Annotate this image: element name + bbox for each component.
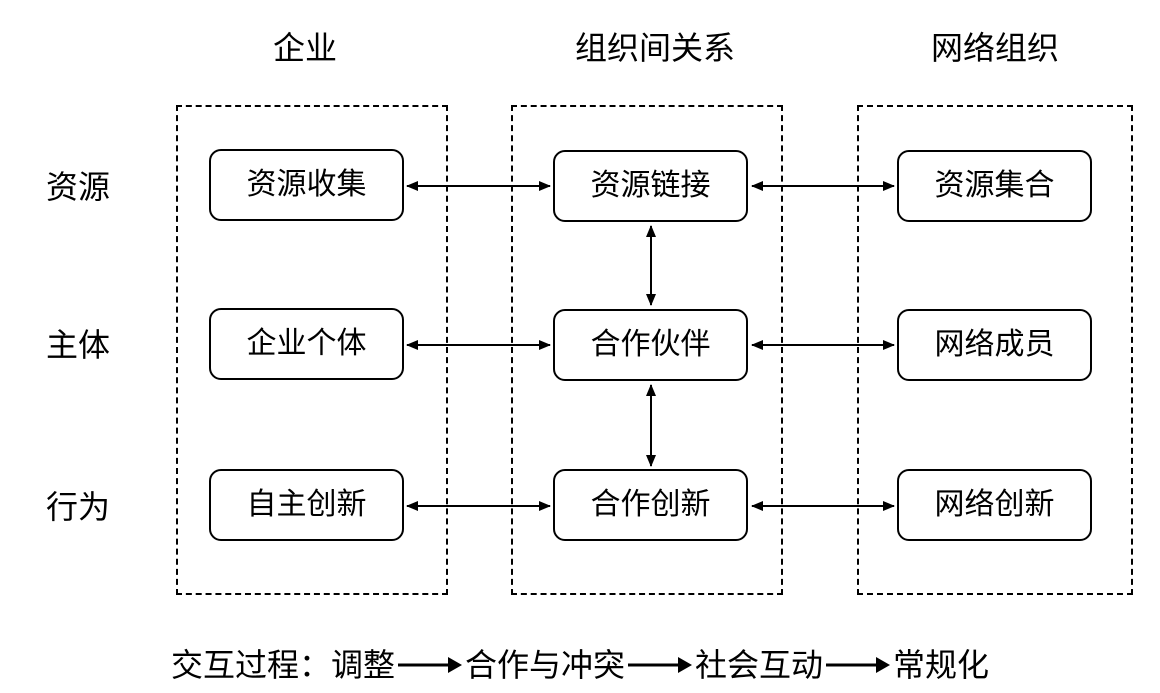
node-enterprise-individual: 企业个体 xyxy=(209,308,404,380)
node-cooperative-innovation: 合作创新 xyxy=(553,469,748,541)
flow-arrow-icon xyxy=(826,656,891,673)
footer-step-conflict: 合作与冲突 xyxy=(464,645,625,684)
node-network-innovation: 网络创新 xyxy=(897,469,1092,541)
footer-step-routinization: 常规化 xyxy=(893,645,990,684)
node-resource-collection: 资源收集 xyxy=(209,149,404,221)
group-enterprise xyxy=(176,105,448,595)
node-resource-linkage: 资源链接 xyxy=(553,150,748,222)
column-header-inter-org: 组织间关系 xyxy=(574,29,735,67)
column-header-enterprise: 企业 xyxy=(272,29,337,67)
group-network xyxy=(857,105,1133,595)
node-resource-set: 资源集合 xyxy=(897,150,1092,222)
node-cooperative-partner: 合作伙伴 xyxy=(553,309,748,381)
interaction-process-footer: 交互过程：调整 合作与冲突 社会互动 常规化 xyxy=(0,640,1160,684)
footer-step-social-interaction: 社会互动 xyxy=(695,645,824,684)
flow-arrow-icon xyxy=(397,656,462,673)
flow-arrow-icon xyxy=(628,656,692,673)
column-header-network: 网络组织 xyxy=(930,29,1059,67)
footer-prefix: 交互过程：调整 xyxy=(170,645,395,684)
node-network-member: 网络成员 xyxy=(897,309,1092,381)
row-label-resource: 资源 xyxy=(45,168,110,206)
row-label-subject: 主体 xyxy=(45,326,110,364)
node-independent-innovation: 自主创新 xyxy=(209,469,404,541)
row-label-behavior: 行为 xyxy=(45,488,110,526)
group-inter-org xyxy=(511,105,783,595)
